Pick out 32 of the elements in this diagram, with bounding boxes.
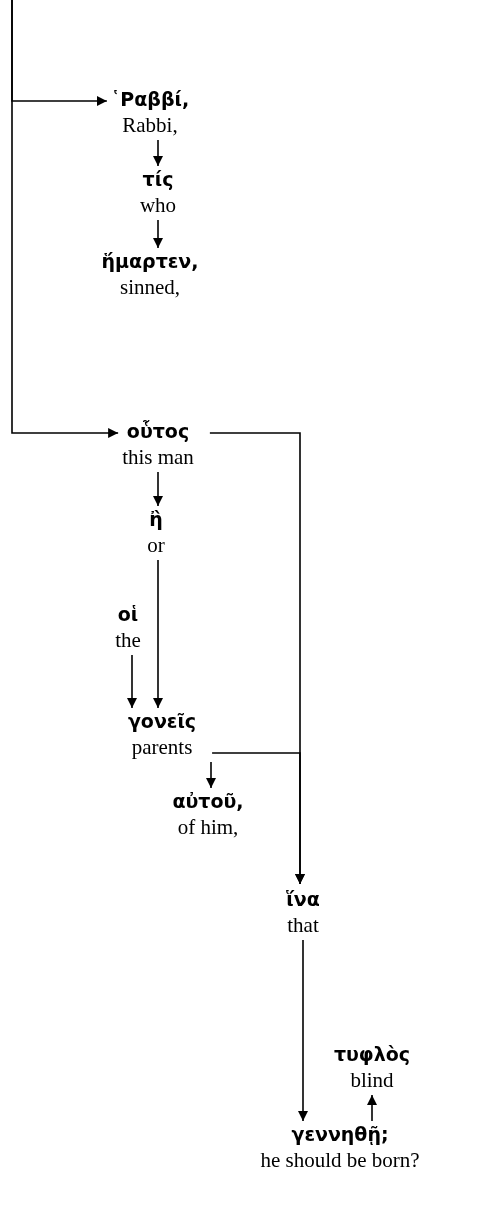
- greek-word: τίς: [142, 168, 174, 192]
- english-gloss: he should be born?: [260, 1146, 420, 1173]
- greek-word: τυφλὸς: [333, 1043, 411, 1067]
- arrow: [153, 559, 163, 709]
- greek-word: ἢ: [149, 508, 163, 532]
- arrow: [127, 654, 137, 709]
- english-gloss: of him,: [177, 813, 239, 840]
- english-gloss: Rabbi,: [122, 111, 178, 138]
- arrow: [298, 939, 308, 1122]
- arrow: [153, 219, 163, 249]
- arrow: [153, 139, 163, 167]
- arrow: [367, 1094, 377, 1122]
- arrow: [153, 471, 163, 507]
- greek-word: οὗτος: [126, 420, 190, 444]
- greek-word: γονεῖς: [127, 710, 197, 734]
- greek-word: ἥμαρτεν,: [101, 250, 199, 274]
- english-gloss: that: [287, 911, 319, 938]
- greek-word: ῾Ραββί,: [110, 88, 190, 112]
- english-gloss: sinned,: [119, 273, 181, 300]
- arrow: [206, 761, 216, 789]
- english-gloss: who: [139, 191, 177, 218]
- english-gloss: parents: [131, 733, 193, 760]
- greek-word: αὐτοῦ,: [172, 790, 244, 814]
- arrow: [11, 0, 119, 438]
- english-gloss: this man: [122, 443, 194, 470]
- english-gloss: blind: [350, 1066, 394, 1093]
- english-gloss: or: [147, 531, 165, 558]
- greek-word: γεννηθῇ;: [291, 1123, 389, 1147]
- arrow: [211, 752, 305, 885]
- greek-word: οἱ: [117, 603, 139, 627]
- english-gloss: the: [115, 626, 141, 653]
- greek-word: ἵνα: [286, 888, 320, 912]
